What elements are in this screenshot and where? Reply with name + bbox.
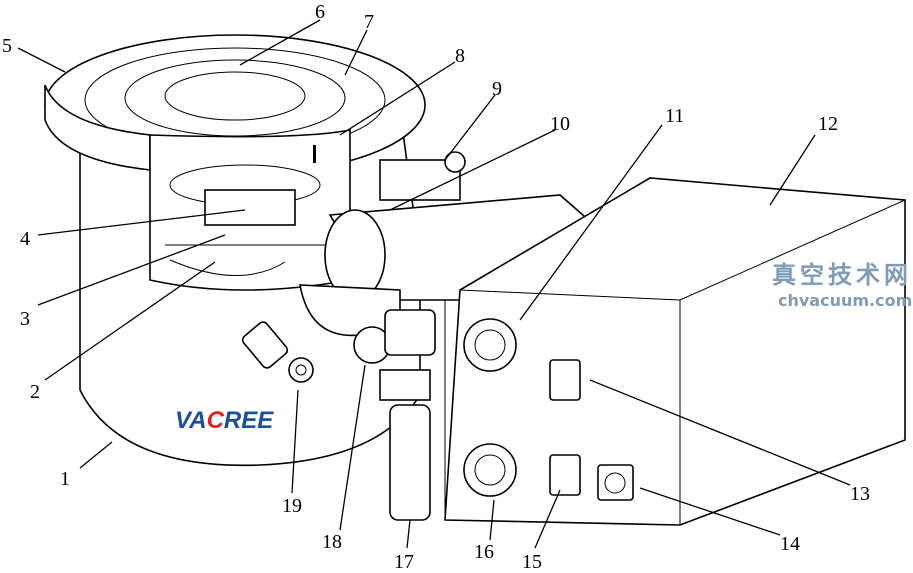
- label-6: 6: [315, 1, 325, 23]
- label-9: 9: [492, 78, 502, 100]
- label-11: 11: [665, 105, 684, 127]
- label-14: 14: [780, 533, 800, 555]
- part-numbers: 1 2 3 4 5 6 7 8 9 10 11 12 13 14 15 16 1…: [2, 1, 870, 573]
- label-4: 4: [20, 228, 30, 250]
- label-8: 8: [455, 45, 465, 67]
- label-7: 7: [364, 11, 374, 33]
- label-10: 10: [550, 113, 570, 135]
- label-3: 3: [20, 308, 30, 330]
- label-13: 13: [850, 483, 870, 505]
- svg-text:chvacuum.com: chvacuum.com: [778, 291, 912, 310]
- label-12: 12: [818, 113, 838, 135]
- label-5: 5: [2, 35, 12, 57]
- gauge-port: [241, 321, 314, 383]
- watermark: 真空技术网 chvacuum.com: [772, 260, 912, 310]
- label-17: 17: [394, 551, 414, 573]
- label-18: 18: [322, 531, 342, 553]
- leader-lines: [17, 19, 851, 549]
- label-16: 16: [474, 541, 494, 563]
- svg-text:真空技术网: 真空技术网: [772, 260, 912, 289]
- label-1: 1: [60, 468, 70, 490]
- vacree-logo: VACREE: [175, 407, 274, 434]
- label-2: 2: [30, 381, 40, 403]
- svg-text:VACREE: VACREE: [175, 407, 274, 434]
- valve-assembly: [353, 309, 436, 521]
- label-15: 15: [522, 551, 542, 573]
- label-19: 19: [282, 495, 302, 517]
- chamber-body: [44, 34, 426, 467]
